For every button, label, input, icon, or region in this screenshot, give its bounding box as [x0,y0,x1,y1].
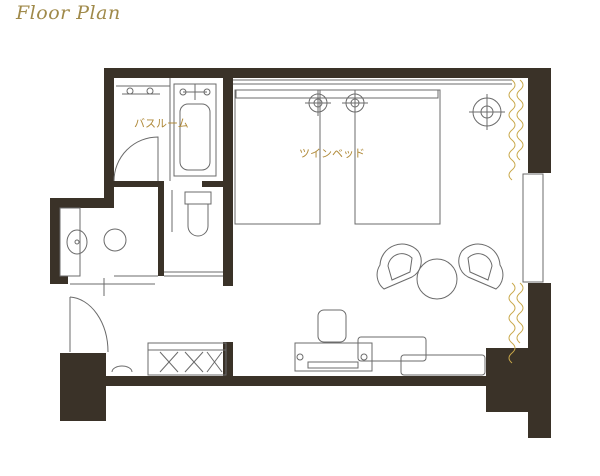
wall-toilet-left [158,181,164,276]
room-label-twin-bed: ツインベッド [299,147,365,160]
ottoman [400,354,486,376]
shower-fixture [116,85,170,95]
closet [147,342,227,376]
sofa-bench [357,336,427,362]
wall-bath-bottom-left [114,181,158,187]
bathtub [173,83,217,177]
fixtures [59,78,544,376]
desk-chair [317,309,347,343]
wall-left-upper [104,68,114,198]
room-label-bathroom: バスルーム [134,117,189,130]
wall-bath-bottom-right [202,181,226,187]
window-panel [522,173,544,283]
toilet [184,191,212,237]
desk [294,342,373,372]
wall-pillar-bottom-left [60,353,106,421]
headboard [235,89,439,99]
sink [66,229,88,255]
lamp-left [305,90,331,116]
wall-bottom [104,376,488,386]
wall-partition-lower [223,342,233,380]
wall-vanity-bottom [50,276,68,284]
page-title: Floor Plan [16,2,121,24]
wall-ledge [50,198,114,208]
bed-right [354,89,441,225]
curtain-upper [508,79,516,181]
bath-door [113,136,159,182]
curtain-lower [508,282,516,364]
vanity-counter [59,207,81,277]
lamp-right [342,90,368,116]
wall-right-upper [528,68,551,173]
wall-vanity-left [50,198,60,284]
walls [50,68,551,438]
floor-lamp [469,94,505,130]
armchair-left [376,243,422,290]
armchair-right [458,243,504,290]
vanity-stool [103,228,127,252]
wall-top [104,68,551,78]
round-table [416,258,458,300]
wall-partition-vertical [223,74,233,286]
wall-pillar-bottom-right [486,348,536,412]
